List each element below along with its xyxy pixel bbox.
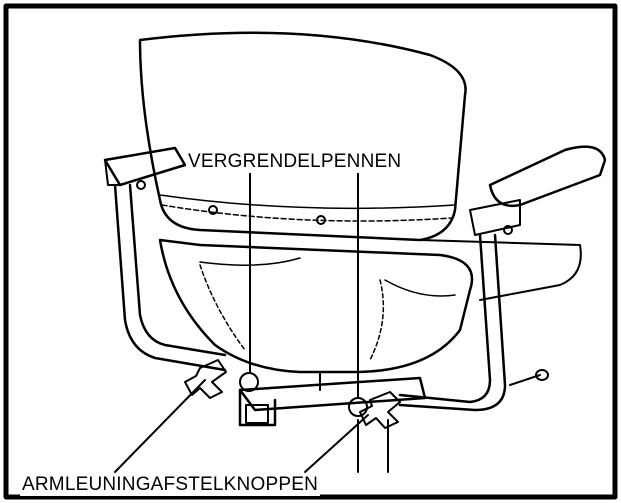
right-armrest xyxy=(488,145,607,208)
leader-knob-left xyxy=(114,379,206,473)
right-locking-pin xyxy=(348,397,368,417)
seat-cushion xyxy=(158,238,474,374)
locking-pins-label: VERGRENDELPENNEN xyxy=(186,151,404,173)
left-armrest xyxy=(103,146,187,187)
armrest-knobs-label: ARMLEUNINGAFSTELKNOPPEN xyxy=(20,474,320,496)
border xyxy=(3,3,618,500)
right-knob xyxy=(359,391,401,429)
left-knob xyxy=(184,359,227,399)
base-frame xyxy=(238,376,427,412)
